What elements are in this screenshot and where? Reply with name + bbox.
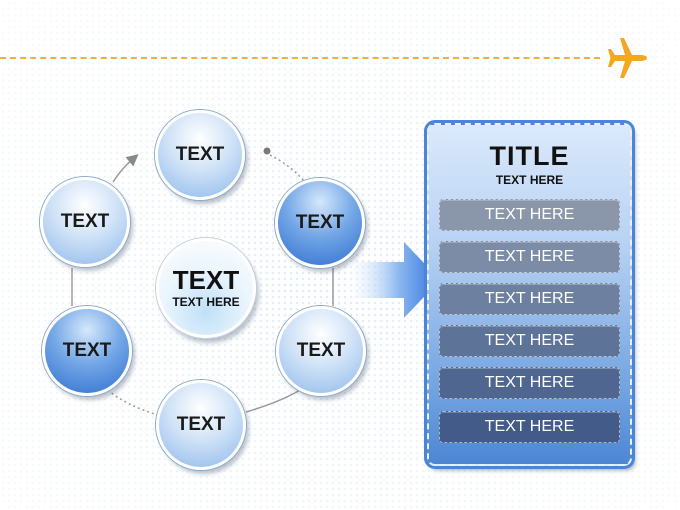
cycle-node-top: TEXT: [155, 110, 245, 200]
connector-top-right: [269, 154, 306, 183]
cycle-node-lower-right: TEXT: [276, 306, 366, 396]
cycle-node-label: TEXT: [60, 211, 110, 232]
cycle-node-lower-left: TEXT: [42, 306, 132, 396]
panel-row-label: TEXT HERE: [484, 290, 575, 307]
cycle-node-label: TEXT: [175, 144, 225, 165]
cycle-node-upper-right: TEXT: [275, 178, 365, 268]
panel-row: TEXT HERE: [439, 241, 620, 273]
cycle-center: TEXT TEXT HERE: [156, 238, 256, 338]
panel-row: TEXT HERE: [439, 367, 620, 399]
connector-bottom-right: [245, 389, 301, 413]
cycle-node-bottom: TEXT: [156, 380, 246, 470]
cycle-node-label: TEXT: [296, 340, 346, 361]
cycle-node-upper-left: TEXT: [40, 177, 130, 267]
panel-row-label: TEXT HERE: [484, 418, 575, 435]
panel-row: TEXT HERE: [439, 411, 620, 443]
cycle-node-label: TEXT: [176, 414, 226, 435]
cycle-node-label: TEXT: [62, 340, 112, 361]
panel-title: TITLE: [489, 141, 570, 171]
panel-row: TEXT HERE: [439, 283, 620, 315]
connector-dot: [263, 147, 271, 155]
panel-row-label: TEXT HERE: [484, 206, 575, 223]
cycle-node-label: TEXT: [295, 212, 345, 233]
panel-row: TEXT HERE: [439, 325, 620, 357]
panel-row: TEXT HERE: [439, 199, 620, 231]
connector-arrow-left: [112, 154, 139, 183]
center-subtitle: TEXT HERE: [172, 295, 240, 309]
dashed-flight-line: [0, 57, 600, 59]
panel-row-label: TEXT HERE: [484, 374, 575, 391]
panel-row-label: TEXT HERE: [484, 332, 575, 349]
center-title: TEXT: [172, 265, 240, 295]
right-arrow-icon: [348, 242, 440, 318]
panel-row-label: TEXT HERE: [484, 248, 575, 265]
panel-subtitle: TEXT HERE: [495, 173, 564, 187]
airplane-icon: [608, 38, 647, 78]
info-panel: TITLE TEXT HERE TEXT HERE TEXT HERE TEXT…: [424, 120, 635, 469]
connector-bottom-left: [107, 389, 159, 416]
